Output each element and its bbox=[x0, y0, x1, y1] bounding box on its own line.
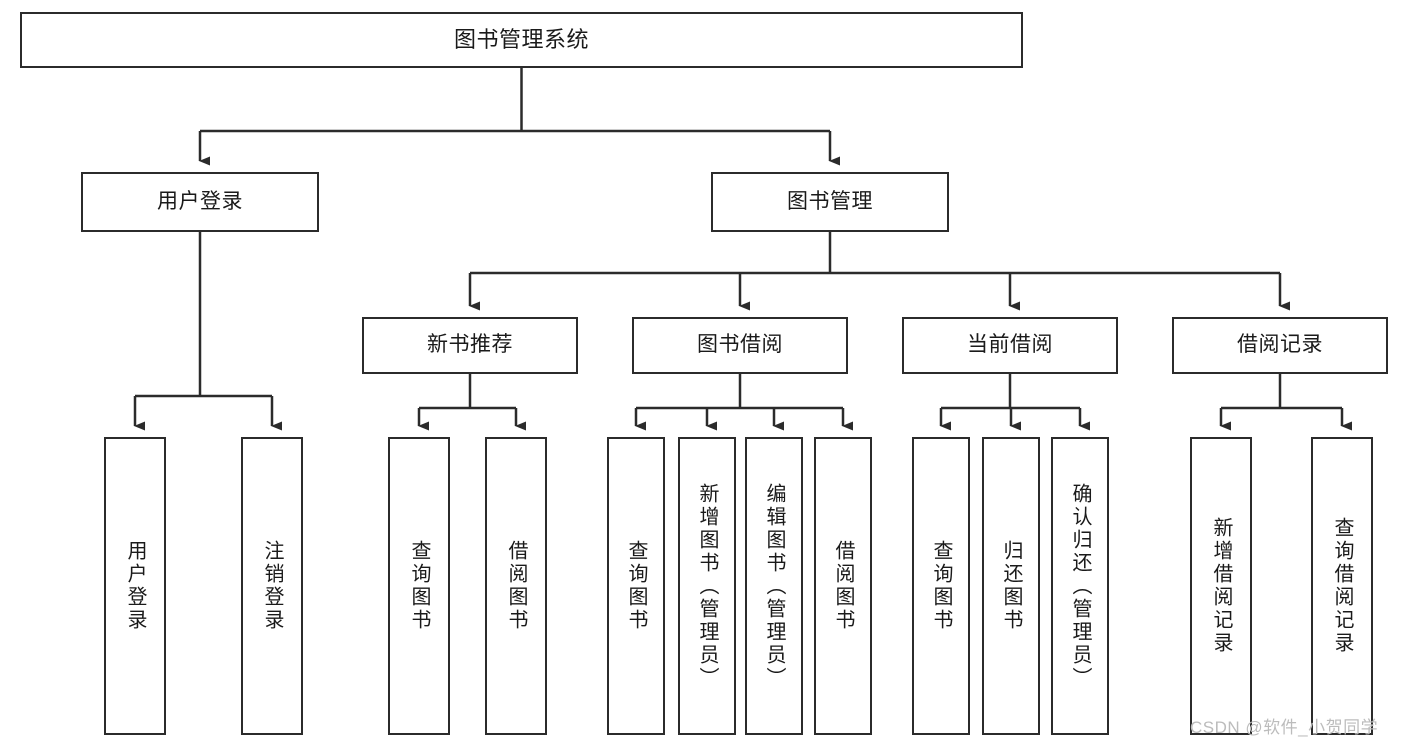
node-label: 查询图书 bbox=[930, 540, 952, 632]
node-label: 注销登录 bbox=[261, 540, 283, 632]
node-leaf-confirm-return-admin[interactable]: 确认归还（管理员） bbox=[1051, 437, 1109, 735]
node-label: 归还图书 bbox=[1000, 540, 1022, 632]
node-label: 图书管理系统 bbox=[453, 27, 589, 53]
node-label: 新书推荐 bbox=[427, 333, 513, 357]
node-leaf-query-book-borrow[interactable]: 查询图书 bbox=[607, 437, 665, 735]
node-leaf-add-borrow-record[interactable]: 新增借阅记录 bbox=[1190, 437, 1252, 735]
node-label: 借阅记录 bbox=[1237, 333, 1323, 357]
node-label: 查询借阅记录 bbox=[1331, 517, 1353, 655]
node-leaf-query-book-current[interactable]: 查询图书 bbox=[912, 437, 970, 735]
edges bbox=[133, 68, 1352, 431]
node-label: 用户登录 bbox=[124, 540, 146, 632]
node-label: 图书借阅 bbox=[697, 333, 783, 357]
node-label: 新增借阅记录 bbox=[1210, 517, 1232, 655]
node-label: 新增图书（管理员） bbox=[696, 482, 718, 690]
node-user-login-group[interactable]: 用户登录 bbox=[81, 172, 319, 232]
node-label: 用户登录 bbox=[157, 189, 243, 213]
node-book-borrow[interactable]: 图书借阅 bbox=[632, 317, 848, 374]
node-label: 借阅图书 bbox=[505, 540, 527, 632]
node-leaf-edit-book-admin[interactable]: 编辑图书（管理员） bbox=[745, 437, 803, 735]
node-label: 当前借阅 bbox=[967, 333, 1053, 357]
node-label: 图书管理 bbox=[787, 189, 873, 213]
node-leaf-borrow-book[interactable]: 借阅图书 bbox=[814, 437, 872, 735]
node-leaf-query-book-recommend[interactable]: 查询图书 bbox=[388, 437, 450, 735]
node-label: 借阅图书 bbox=[832, 540, 854, 632]
node-leaf-user-logout[interactable]: 注销登录 bbox=[241, 437, 303, 735]
node-label: 编辑图书（管理员） bbox=[763, 482, 785, 690]
node-leaf-borrow-book-recommend[interactable]: 借阅图书 bbox=[485, 437, 547, 735]
node-leaf-add-book-admin[interactable]: 新增图书（管理员） bbox=[678, 437, 736, 735]
node-borrow-record[interactable]: 借阅记录 bbox=[1172, 317, 1388, 374]
node-book-management-group[interactable]: 图书管理 bbox=[711, 172, 949, 232]
node-label: 确认归还（管理员） bbox=[1069, 482, 1091, 690]
node-new-book-recommend[interactable]: 新书推荐 bbox=[362, 317, 578, 374]
node-leaf-user-login[interactable]: 用户登录 bbox=[104, 437, 166, 735]
node-leaf-query-borrow-record[interactable]: 查询借阅记录 bbox=[1311, 437, 1373, 735]
node-label: 查询图书 bbox=[625, 540, 647, 632]
node-current-borrow[interactable]: 当前借阅 bbox=[902, 317, 1118, 374]
node-label: 查询图书 bbox=[408, 540, 430, 632]
node-root[interactable]: 图书管理系统 bbox=[20, 12, 1023, 68]
node-leaf-return-book[interactable]: 归还图书 bbox=[982, 437, 1040, 735]
